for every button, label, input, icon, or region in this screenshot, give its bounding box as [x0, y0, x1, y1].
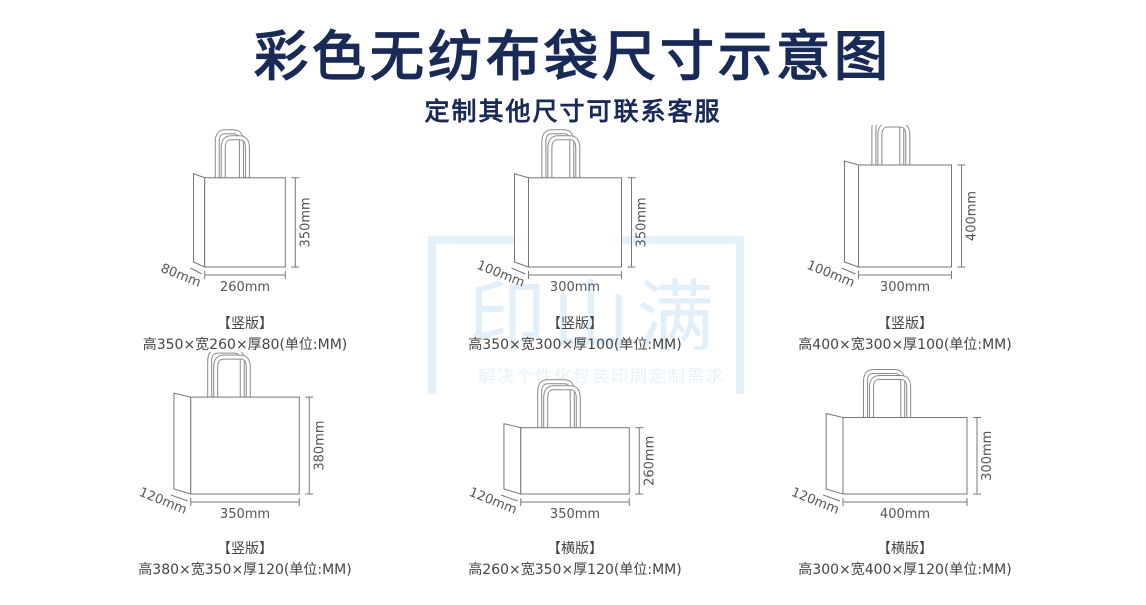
depth-dimension-line: [170, 494, 188, 502]
bag-side-panel: [173, 392, 192, 495]
bag-spec: 高300×宽400×厚120(单位:MM): [798, 562, 1012, 578]
width-label: 400mm: [880, 507, 930, 522]
width-label: 350mm: [550, 507, 600, 522]
bag-side-panel: [825, 412, 844, 495]
bag-front-panel: [520, 427, 630, 495]
bag-front-panel: [842, 417, 968, 495]
bag-front-panel: [858, 164, 952, 268]
bag-spec: 高260×宽350×厚120(单位:MM): [468, 562, 682, 578]
depth-dimension-line: [841, 267, 856, 275]
bag-handle-inner: [544, 386, 580, 428]
bag-orientation: 【横版】: [547, 541, 603, 557]
width-label: 350mm: [220, 507, 270, 522]
height-label: 300mm: [980, 431, 995, 481]
bag-front-panel: [190, 396, 300, 495]
width-label: 300mm: [880, 280, 930, 295]
bag-orientation: 【横版】: [877, 541, 933, 557]
height-label: 350mm: [635, 197, 650, 247]
bag-handle-inner: [878, 125, 910, 165]
page-title: 彩色无纺布袋尺寸示意图: [254, 25, 892, 88]
bag-handle-inner: [221, 136, 249, 178]
depth-dimension-line: [823, 494, 841, 502]
bag-orientation: 【竖版】: [217, 316, 273, 332]
bag-drawing: 350mm 260mm 80mm: [158, 129, 313, 295]
bag-spec: 高400×宽300×厚100(单位:MM): [798, 337, 1012, 353]
depth-dimension-line: [511, 267, 526, 275]
height-label: 380mm: [312, 420, 327, 470]
bag-orientation: 【竖版】: [877, 316, 933, 332]
bag-orientation: 【竖版】: [217, 541, 273, 557]
depth-dimension-line: [190, 267, 202, 275]
bag-handle-inner: [870, 376, 911, 418]
bag-spec: 高350×宽300×厚100(单位:MM): [468, 337, 682, 353]
height-label: 400mm: [965, 191, 980, 241]
depth-dimension-line: [500, 494, 518, 502]
watermark-slogan: 解决个性化包装印刷定制需求: [478, 367, 725, 387]
bag-side-panel: [514, 173, 529, 268]
bag-spec: 高380×宽350×厚120(单位:MM): [138, 562, 352, 578]
bag-handle-inner: [548, 136, 580, 178]
width-label: 260mm: [220, 280, 270, 295]
depth-label: 80mm: [158, 261, 202, 291]
width-label: 300mm: [550, 280, 600, 295]
watermark-logo: 印山满: [468, 273, 721, 363]
height-label: 350mm: [298, 197, 313, 247]
bag-diagram: 350mm 260mm 80mm 【竖版】高350×宽260×厚80(单位:MM): [75, 125, 415, 365]
bag-front-panel: [528, 177, 622, 268]
bag-front-panel: [204, 177, 286, 268]
bag-side-panel: [844, 160, 859, 268]
bag-orientation: 【竖版】: [547, 316, 603, 332]
bag-side-panel: [503, 423, 522, 495]
bag-side-panel: [193, 173, 206, 268]
height-label: 260mm: [642, 436, 657, 486]
bag-handle-inner: [214, 355, 250, 398]
page-subtitle: 定制其他尺寸可联系客服: [424, 97, 722, 126]
bag-spec: 高350×宽260×厚80(单位:MM): [142, 337, 348, 353]
